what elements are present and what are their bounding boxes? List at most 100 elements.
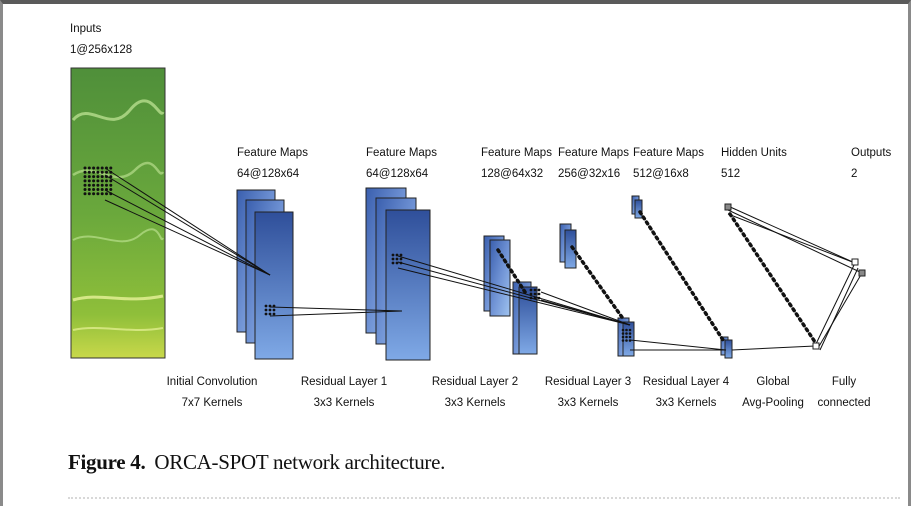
kernel-dot bbox=[87, 166, 91, 170]
hidden-unit-node bbox=[724, 203, 732, 211]
kernel-dot bbox=[625, 335, 628, 339]
kernel-dot bbox=[533, 292, 537, 296]
feature-map-stack-5 bbox=[631, 195, 733, 359]
stage-residual-layer-4-kernels: 3x3 Kernels bbox=[655, 397, 717, 409]
kernel-dot bbox=[529, 292, 533, 296]
feature-maps-1-title: Feature Maps bbox=[237, 147, 308, 159]
kernel-dot bbox=[100, 183, 104, 187]
kernel-dot bbox=[272, 308, 276, 312]
input-spectrogram bbox=[70, 67, 166, 359]
outputs-title: Outputs bbox=[851, 147, 892, 159]
kernel-dot bbox=[87, 175, 91, 179]
kernel-dot bbox=[105, 179, 108, 183]
kernel-dot bbox=[100, 170, 104, 174]
kernel-dot bbox=[537, 288, 541, 292]
stage-residual-layer-1-kernels: 3x3 Kernels bbox=[313, 397, 375, 409]
stage-global-avg-pooling-line2: Avg-Pooling bbox=[742, 397, 804, 409]
feature-maps-2-label: Feature Maps 64@128x64 bbox=[366, 146, 437, 181]
feature-maps-5-dims: 512@16x8 bbox=[633, 168, 689, 180]
kernel-dot bbox=[96, 175, 100, 179]
kernel-dot bbox=[87, 183, 91, 187]
kernel-dot bbox=[272, 312, 276, 316]
kernel-dot bbox=[96, 179, 100, 183]
kernel-dot bbox=[87, 188, 91, 191]
kernel-dot bbox=[529, 296, 533, 300]
kernel-dot bbox=[268, 308, 272, 312]
kernel-dot bbox=[109, 183, 113, 187]
kernel-dot bbox=[537, 296, 541, 300]
figure-caption-label: Figure 4. bbox=[68, 450, 146, 474]
kernel-dot bbox=[621, 339, 625, 342]
kernel-dot bbox=[100, 192, 104, 196]
kernel-dot bbox=[87, 192, 91, 196]
kernel-dot bbox=[83, 179, 87, 183]
output-unit-2 bbox=[858, 269, 866, 277]
kernel-dot bbox=[621, 335, 625, 339]
kernel-dot bbox=[264, 304, 268, 308]
kernel-dot bbox=[268, 304, 272, 308]
kernel-dot bbox=[533, 296, 537, 300]
kernel-dot bbox=[96, 188, 100, 191]
feature-maps-1-dims: 64@128x64 bbox=[237, 168, 300, 180]
stage-fully-connected-line1: Fully bbox=[831, 376, 857, 388]
kernel-dot bbox=[96, 170, 100, 174]
kernel-dot bbox=[625, 328, 628, 332]
kernel-dot bbox=[83, 188, 87, 191]
kernel-dot bbox=[100, 179, 104, 183]
kernel-dot bbox=[621, 328, 625, 332]
stage-initial-convolution: Initial Convolution 7x7 Kernels bbox=[150, 372, 274, 414]
kernel-dot bbox=[391, 253, 395, 257]
stage-initial-convolution-kernels: 7x7 Kernels bbox=[181, 397, 243, 409]
kernel-dot bbox=[529, 288, 533, 292]
feature-maps-5-label: Feature Maps 512@16x8 bbox=[633, 146, 704, 181]
outputs-dims: 2 bbox=[851, 168, 858, 180]
kernel-dot bbox=[96, 192, 100, 196]
outputs-label: Outputs 2 bbox=[851, 146, 891, 181]
kernel-dot bbox=[96, 166, 100, 170]
kernel-dot bbox=[537, 292, 541, 296]
kernel-dot bbox=[264, 312, 268, 316]
stage-fully-connected-line2: connected bbox=[817, 397, 871, 409]
feature-maps-1-label: Feature Maps 64@128x64 bbox=[237, 146, 308, 181]
output-unit-1 bbox=[851, 258, 859, 266]
caption-divider bbox=[68, 497, 900, 499]
kernel-dot bbox=[92, 166, 96, 170]
stage-residual-layer-4: Residual Layer 4 3x3 Kernels bbox=[634, 372, 738, 414]
pooled-unit-node bbox=[812, 342, 820, 350]
kernel-dot bbox=[399, 261, 403, 265]
kernel-dot bbox=[395, 257, 399, 261]
kernel-dot bbox=[92, 192, 96, 196]
stage-residual-layer-2-kernels: 3x3 Kernels bbox=[444, 397, 506, 409]
stage-residual-layer-3: Residual Layer 3 3x3 Kernels bbox=[536, 372, 640, 414]
feature-maps-4-title: Feature Maps bbox=[558, 147, 629, 159]
kernel-dot bbox=[83, 175, 87, 179]
hidden-units-title: Hidden Units bbox=[721, 147, 787, 159]
feature-maps-2-dims: 64@128x64 bbox=[366, 168, 429, 180]
kernel-dot bbox=[100, 188, 104, 191]
kernel-dot bbox=[83, 170, 87, 174]
kernel-dot bbox=[87, 179, 91, 183]
feature-maps-5-title: Feature Maps bbox=[633, 147, 704, 159]
kernel-dot bbox=[100, 166, 104, 170]
kernel-dot bbox=[391, 261, 395, 265]
hidden-units-dims: 512 bbox=[721, 168, 741, 180]
inputs-title: Inputs bbox=[70, 23, 102, 35]
kernel-dot bbox=[92, 179, 96, 183]
kernel-dot bbox=[83, 192, 87, 196]
stage-residual-layer-1-name: Residual Layer 1 bbox=[300, 376, 388, 388]
hidden-units-label: Hidden Units 512 bbox=[721, 146, 787, 181]
feature-maps-4-dims: 256@32x16 bbox=[558, 168, 621, 180]
connection-lines bbox=[104, 167, 863, 351]
kernel-dot bbox=[395, 261, 399, 265]
kernel-dot bbox=[628, 332, 632, 335]
stage-residual-layer-3-name: Residual Layer 3 bbox=[544, 376, 632, 388]
kernel-dot bbox=[105, 183, 108, 187]
stage-global-avg-pooling: Global Avg-Pooling bbox=[735, 372, 811, 414]
kernel-dot bbox=[87, 170, 91, 174]
feature-maps-3-label: Feature Maps 128@64x32 bbox=[481, 146, 552, 181]
kernel-dot bbox=[96, 183, 100, 187]
stage-fully-connected: Fully connected bbox=[812, 372, 876, 414]
stage-global-avg-pooling-line1: Global bbox=[756, 376, 790, 388]
